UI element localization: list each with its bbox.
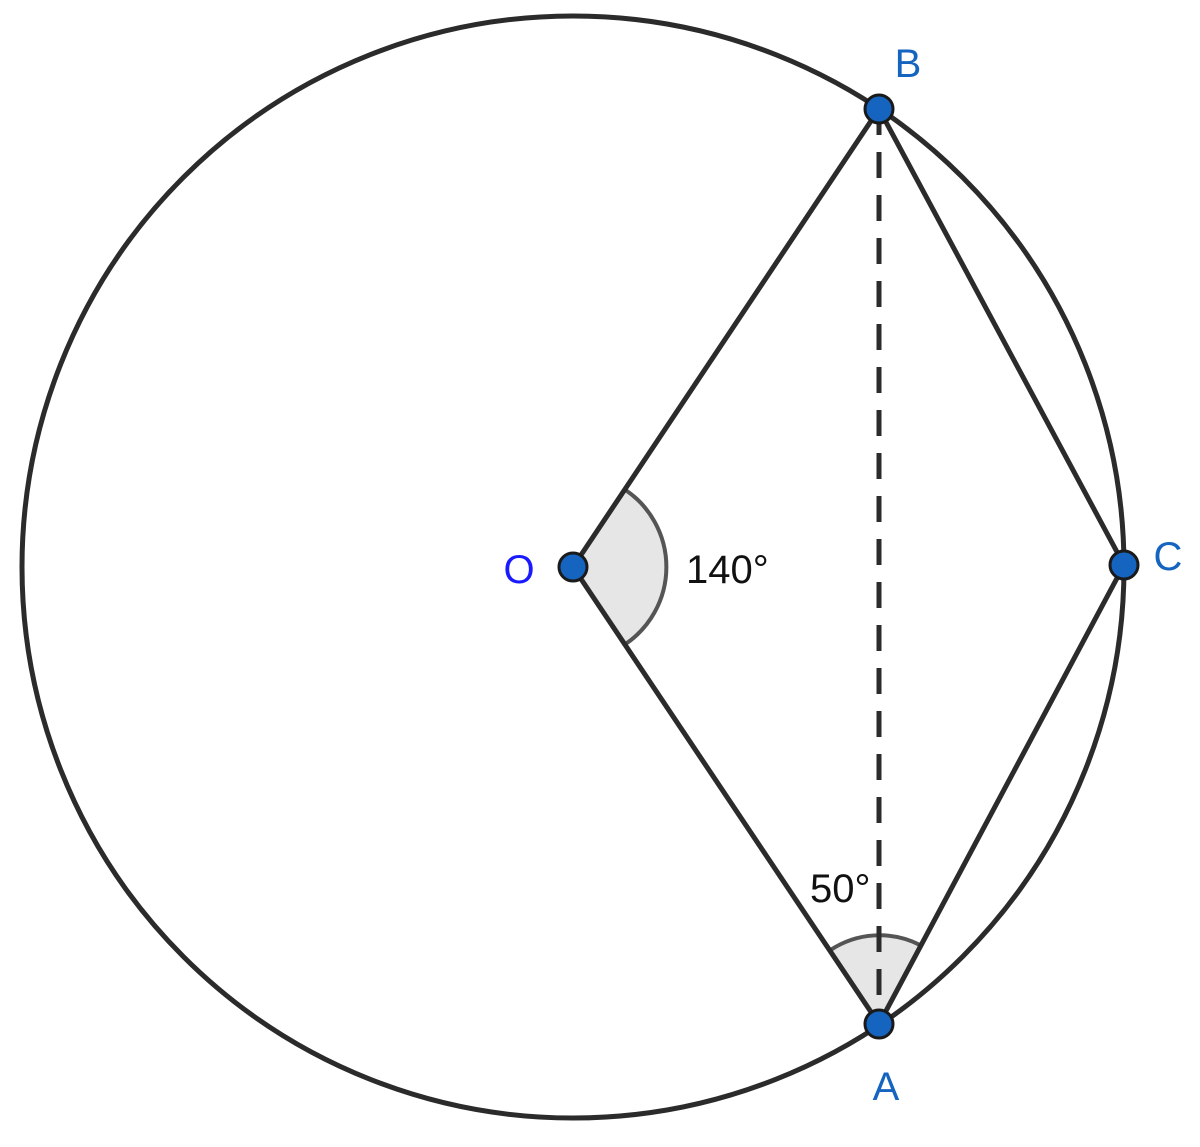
angle-oac-marker — [830, 935, 920, 1024]
point-a — [863, 1008, 895, 1040]
point-b — [863, 93, 895, 125]
segment-ob — [570, 107, 882, 569]
angle-oac-arc — [829, 933, 921, 952]
point-c — [1108, 549, 1140, 581]
label-c: C — [1154, 535, 1183, 579]
segment-ac — [876, 563, 1127, 1026]
label-a: A — [873, 1065, 900, 1109]
angle-aob-arc — [625, 488, 669, 646]
label-o: O — [503, 548, 534, 592]
point-o — [557, 551, 589, 583]
angle-aob-label: 140° — [686, 548, 769, 592]
segment-oa — [570, 565, 882, 1026]
angle-aob-marker — [573, 490, 667, 644]
segment-bc — [876, 107, 1127, 567]
angle-oac-label: 50° — [810, 867, 871, 911]
label-b: B — [895, 42, 922, 86]
